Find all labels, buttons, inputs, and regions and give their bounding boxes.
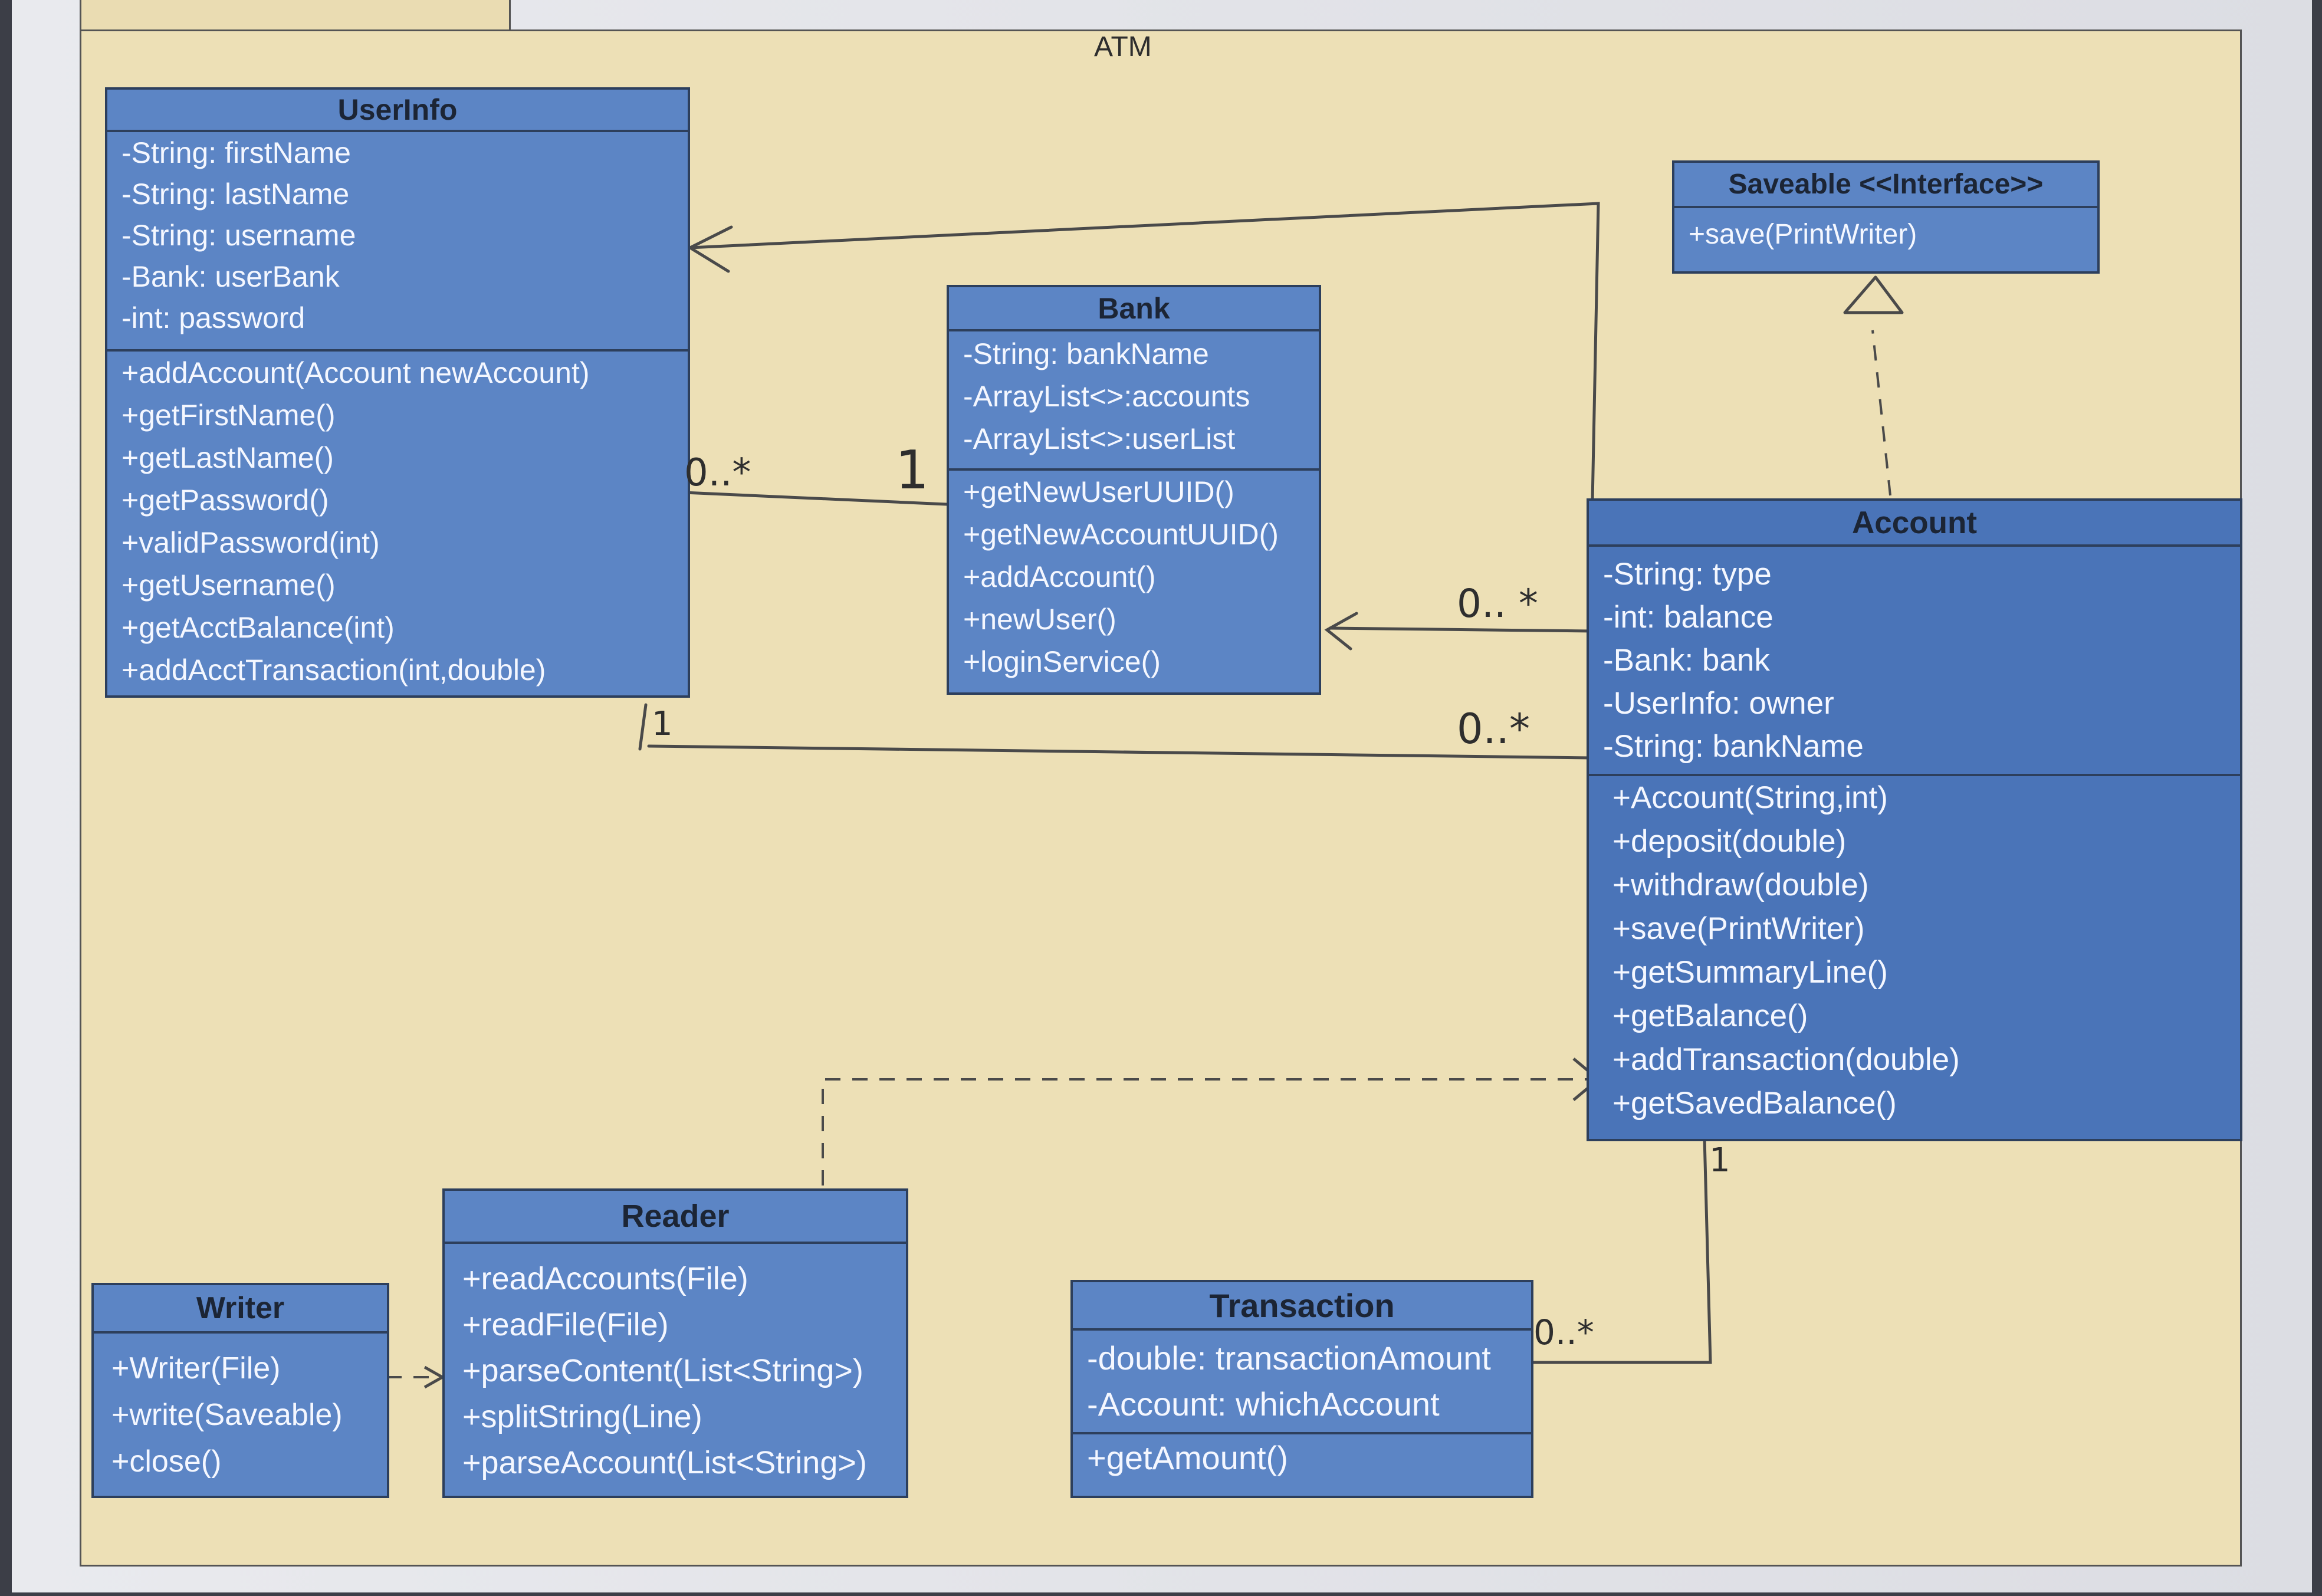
account-class[interactable]: Account -String: type -int: balance -Ban… [1587,498,2242,1141]
userinfo-method: +getAcctBalance(int) [121,611,395,644]
account-attribute: -int: balance [1603,600,1773,635]
account-method: +getSummaryLine() [1612,955,1888,990]
userinfo-method: +validPassword(int) [121,526,380,559]
userinfo-attribute: -String: lastName [121,178,350,211]
writer-method: +Writer(File) [111,1351,281,1385]
account-to-userinfo-line [688,202,1600,503]
account-method: +getBalance() [1612,999,1808,1033]
account-method: +save(PrintWriter) [1612,911,1865,946]
bank-method: +getNewAccountUUID() [963,518,1279,551]
userinfo-attribute: -String: firstName [121,136,351,169]
writer-methods: +Writer(File) +write(Saveable) +close() [94,1334,387,1485]
userinfo-methods: +addAccount(Account newAccount) +getFirs… [107,349,688,691]
userinfo-method: +addAcctTransaction(int,double) [121,653,546,687]
userinfo-attribute: -Bank: userBank [121,260,340,293]
reader-method: +parseContent(List<String>) [462,1353,863,1388]
reader-method: +readAccounts(File) [462,1261,748,1296]
reader-dependency-line [822,1078,1592,1185]
multiplicity-account-userinfo-one: 1 [652,705,673,743]
reader-method: +readFile(File) [462,1307,669,1342]
account-method: +addTransaction(double) [1612,1042,1960,1077]
userinfo-method: +getLastName() [121,441,334,474]
saveable-interface[interactable]: Saveable <<Interface>> +save(PrintWriter… [1672,160,2100,274]
writer-method: +close() [111,1444,222,1479]
bank-arrowhead [1324,612,1358,651]
account-attribute: -UserInfo: owner [1603,686,1834,721]
userinfo-method: +getFirstName() [121,399,336,432]
realization-triangle [1843,275,1904,314]
multiplicity-userinfo-bank-one: 1 [895,439,930,501]
userinfo-attribute: -String: username [121,219,356,252]
writer-class[interactable]: Writer +Writer(File) +write(Saveable) +c… [91,1283,389,1498]
transaction-method: +getAmount() [1087,1439,1288,1476]
bank-method: +loginService() [963,645,1161,678]
reader-method: +parseAccount(List<String>) [462,1445,867,1480]
account-attributes: -String: type -int: balance -Bank: bank … [1589,547,2240,774]
bank-class[interactable]: Bank -String: bankName -ArrayList<>:acco… [947,285,1321,695]
bank-method: +getNewUserUUID() [963,475,1234,508]
transaction-methods: +getAmount() [1073,1432,1531,1482]
saveable-interface-title: Saveable <<Interface>> [1674,163,2097,208]
bank-methods: +getNewUserUUID() +getNewAccountUUID() +… [949,468,1319,683]
account-method: +withdraw(double) [1612,868,1869,902]
transaction-class-title: Transaction [1073,1282,1531,1331]
account-methods: +Account(String,int) +deposit(double) +w… [1589,774,2240,1125]
transaction-attribute: -double: transactionAmount [1087,1339,1491,1377]
account-method: +Account(String,int) [1612,780,1888,815]
bank-attributes: -String: bankName -ArrayList<>:accounts … [949,331,1319,468]
realization-line [1871,330,1891,496]
saveable-method: +save(PrintWriter) [1689,219,1917,250]
reader-class[interactable]: Reader +readAccounts(File) +readFile(Fil… [442,1188,908,1498]
reader-methods: +readAccounts(File) +readFile(File) +par… [445,1244,906,1486]
userinfo-attribute: -int: password [121,301,306,334]
reader-class-title: Reader [445,1191,906,1244]
reader-method: +splitString(Line) [462,1399,702,1434]
writer-class-title: Writer [94,1285,387,1334]
account-attribute: -String: bankName [1603,729,1864,764]
account-attribute: -Bank: bank [1603,643,1770,678]
account-method: +getSavedBalance() [1612,1086,1897,1121]
userinfo-bank-line [682,491,948,506]
bank-attribute: -ArrayList<>:accounts [963,380,1250,413]
userinfo-method: +getPassword() [121,484,329,517]
account-attribute: -String: type [1603,557,1772,592]
bank-attribute: -ArrayList<>:userList [963,422,1236,455]
frame-title: ATM [1094,31,1152,63]
userinfo-class[interactable]: UserInfo -String: firstName -String: las… [105,87,690,698]
account-class-title: Account [1589,501,2240,547]
userinfo-bracket [638,703,648,751]
bank-method: +newUser() [963,603,1116,636]
bank-attribute: -String: bankName [963,337,1209,370]
saveable-methods: +save(PrintWriter) [1674,208,2097,261]
userinfo-arrowhead [687,225,733,273]
account-userinfo-line [647,744,1594,760]
multiplicity-userinfo-bank-many: 0..* [684,451,751,495]
account-transaction-line [1529,1137,1712,1364]
transaction-attribute: -Account: whichAccount [1087,1385,1440,1423]
multiplicity-account-userinfo-many: 0..* [1457,705,1531,753]
writer-method: +write(Saveable) [111,1398,343,1432]
userinfo-class-title: UserInfo [107,90,688,132]
multiplicity-account-transaction-one: 1 [1709,1141,1730,1180]
transaction-attributes: -double: transactionAmount -Account: whi… [1073,1331,1531,1432]
bank-class-title: Bank [949,287,1319,331]
userinfo-method: +addAccount(Account newAccount) [121,356,590,389]
account-to-bank-line [1328,626,1594,633]
multiplicity-account-bank-many: 0.. * [1457,581,1538,626]
userinfo-method: +getUsername() [121,569,336,602]
transaction-class[interactable]: Transaction -double: transactionAmount -… [1070,1280,1533,1498]
userinfo-attributes: -String: firstName -String: lastName -St… [107,132,688,349]
multiplicity-transaction-account-many: 0..* [1533,1312,1594,1352]
bank-method: +addAccount() [963,560,1156,593]
account-method: +deposit(double) [1612,824,1847,859]
